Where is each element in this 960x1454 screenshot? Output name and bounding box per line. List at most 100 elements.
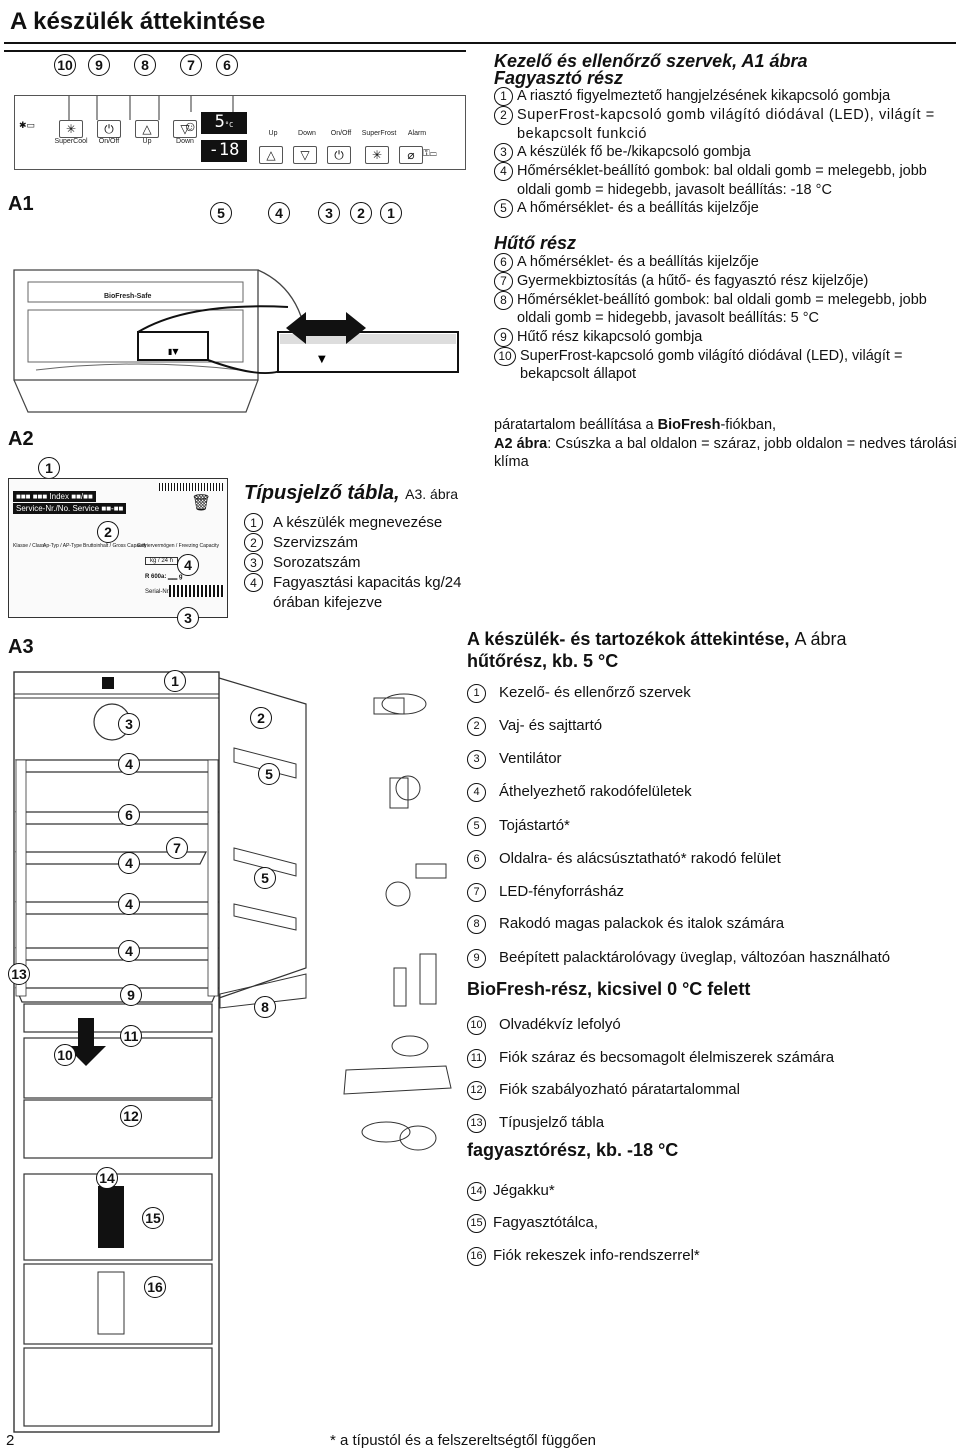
slider-mark: ▼ — [318, 354, 326, 365]
callout: 8 — [254, 996, 276, 1018]
item-number: 2 — [244, 533, 263, 552]
item-text: Hűtő rész kikapcsoló gombja — [517, 328, 703, 345]
item-number: 8 — [467, 914, 486, 934]
fridge-temperature-display: 5°C — [201, 112, 247, 134]
item-number: 6 — [494, 252, 513, 272]
temp-unit: °C — [224, 121, 234, 129]
figure-label-a3: A3 — [8, 636, 34, 658]
list-item: 1 Kezelő- és ellenőrző szervek — [467, 683, 691, 703]
callout: 7 — [180, 54, 202, 76]
callout: 11 — [120, 1025, 142, 1047]
callout: 6 — [216, 54, 238, 76]
svg-text:▮▼: ▮▼ — [168, 347, 179, 356]
callout: 7 — [166, 837, 188, 859]
item-number: 4 — [467, 782, 486, 802]
supercool-button[interactable]: ✳ — [59, 120, 83, 138]
item-text: Fiók száraz és becsomagolt élelmiszerek … — [499, 1049, 835, 1067]
item-text: Áthelyezhető rakodófelületek — [499, 783, 692, 801]
callout: 12 — [120, 1105, 142, 1127]
item-text: Jégakku* — [493, 1182, 555, 1200]
item-number: 2 — [467, 716, 486, 736]
top-barcode — [159, 483, 223, 491]
item-text: Kezelő- és ellenőrző szervek — [499, 684, 691, 702]
item-number: 4 — [494, 162, 513, 181]
fridge-onoff-button[interactable]: ⏻ — [97, 120, 121, 138]
footnote: * a típustól és a felszereltségtől függő… — [330, 1432, 597, 1449]
callout: 4 — [268, 202, 290, 224]
figure-label-a2: A2 — [8, 428, 34, 450]
callout: 4 — [118, 753, 140, 775]
list-item: 8 Rakodó magas palackok és italok számára — [467, 914, 784, 934]
button-label: Up — [142, 138, 152, 145]
item-text: Vaj- és sajttartó — [499, 717, 603, 735]
superfrost-button[interactable]: ✳ — [365, 146, 389, 164]
controls-heading: Kezelő és ellenőrző szervek, A1 ábra — [494, 51, 808, 71]
alarm-button[interactable]: ⌀ — [399, 146, 423, 164]
callout: 5 — [254, 867, 276, 889]
item-text: Fiók szabályozható páratartalommal — [499, 1081, 740, 1099]
fridge-down-button[interactable]: ▽ — [173, 120, 197, 138]
item-text: Rakodó magas palackok és italok számára — [499, 915, 785, 933]
item-number: 15 — [467, 1213, 486, 1233]
text-bold: BioFresh — [657, 417, 721, 433]
figure-divider — [4, 50, 466, 52]
button-label: Down — [176, 138, 194, 145]
item-number: 5 — [494, 199, 513, 218]
callout: 9 — [88, 54, 110, 76]
callout: 3 — [318, 202, 340, 224]
freezer-down-button[interactable]: ▽ — [293, 146, 317, 164]
plate-service-line: Service-Nr./No. Service ■■-■■ — [13, 503, 127, 514]
plate-index-text: Index — [49, 492, 70, 501]
item-number: 16 — [467, 1246, 486, 1266]
item-text: A riasztó figyelmeztető hangjelzésének k… — [517, 88, 891, 105]
item-text: Gyermekbiztosítás (a hűtő- és fagyasztó … — [517, 272, 869, 289]
item-number: 9 — [494, 327, 513, 347]
fridge-up-button[interactable]: △ — [135, 120, 159, 138]
a3-appliance-drawing — [13, 671, 452, 1433]
callout: 6 — [118, 804, 140, 826]
callout: 15 — [142, 1207, 164, 1229]
plate-gross-text: Bruttoinhalt / Gross Capacity — [83, 543, 147, 549]
biofresh-line-2: A2 ábra: Csúszka a bal oldalon = száraz,… — [494, 435, 958, 472]
item-number: 5 — [467, 816, 486, 836]
typeplate-heading: Típusjelző tábla, A3. ábra — [244, 482, 466, 505]
button-label: Alarm — [407, 130, 427, 137]
item-text: Beépített palacktárolóvagy üveglap, vált… — [499, 949, 891, 967]
overview-fridge-heading: hűtőrész, kb. 5 °C — [467, 651, 619, 671]
item-number: 1 — [467, 683, 486, 703]
child-lock-icon: ☺ — [183, 118, 198, 134]
freezer-up-button[interactable]: △ — [259, 146, 283, 164]
text-bold: A2 ábra — [494, 435, 548, 452]
button-label: Up — [268, 130, 278, 137]
callout: 16 — [144, 1276, 166, 1298]
callout: 4 — [118, 893, 140, 915]
callout: 10 — [54, 1044, 76, 1066]
biofresh-humidity-text: páratartalom beállítása a BioFresh-fiókb… — [494, 416, 958, 472]
item-text: Ventilátor — [499, 750, 562, 768]
text: : Csúszka a bal oldalon = száraz, jobb o… — [494, 435, 957, 471]
freezer-temperature-display: -18 — [201, 140, 247, 162]
item-text: Szervizszám — [273, 534, 359, 551]
callout: 3 — [118, 713, 140, 735]
text: -fiókban, — [720, 417, 777, 433]
callout: 1 — [38, 457, 60, 479]
item-number: 1 — [494, 87, 513, 106]
item-text: Oldalra- és alácsúsztatható* rakodó felü… — [499, 850, 781, 868]
item-number: 2 — [494, 106, 513, 125]
left-button-group: ✳ SuperCool ⏻ On/Off △ Up ▽ Down — [54, 120, 201, 145]
plate-kg24-text: kg / 24 h — [145, 557, 179, 565]
item-number: 10 — [467, 1015, 486, 1035]
freezer-onoff-button[interactable]: ⏻ — [327, 146, 351, 164]
